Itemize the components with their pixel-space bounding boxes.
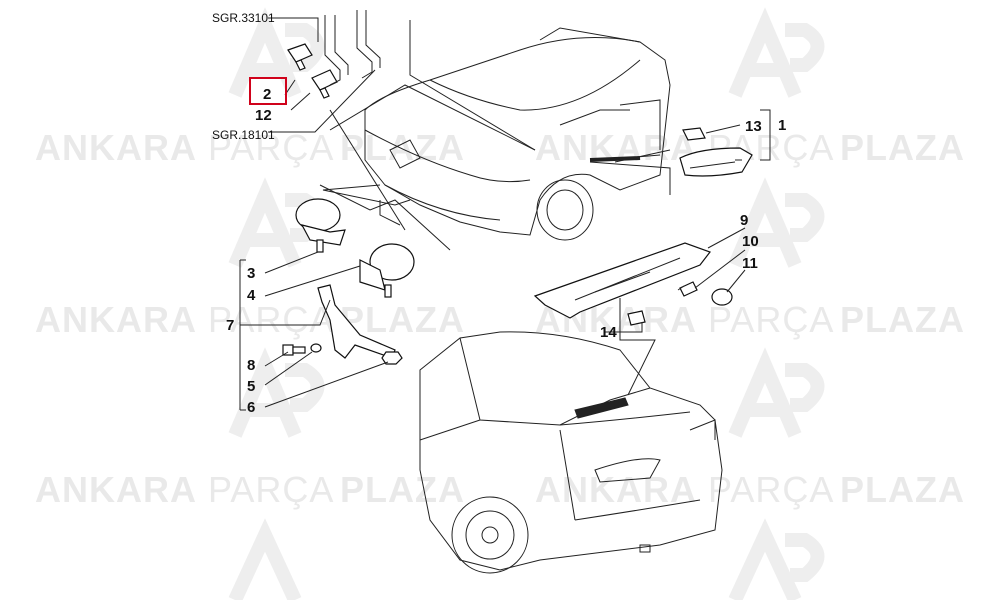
watermark-word-3: PLAZA: [340, 299, 465, 340]
ref-8: 8: [247, 357, 255, 374]
watermark-word-2: PARÇA: [208, 469, 334, 510]
ref-1: 1: [778, 117, 786, 134]
watermark-word-2: PARÇA: [708, 299, 834, 340]
car-front-illustration: [364, 27, 671, 241]
ref-13: 13: [745, 118, 762, 135]
horn-high-part: [295, 198, 346, 253]
ref-6: 6: [247, 399, 255, 416]
ref-7: 7: [226, 317, 234, 334]
watermark-word-1: ANKARA: [535, 127, 697, 168]
horn-fasteners-part: [282, 343, 403, 365]
ref-10: 10: [742, 233, 759, 250]
horn-bracket-part: [317, 284, 396, 359]
lamp-cap-part: [711, 288, 733, 306]
leader-lines: [239, 17, 771, 411]
watermark-word-3: PLAZA: [340, 127, 465, 168]
side-repeater-lamp-part: [679, 127, 753, 177]
watermark-word-3: PLAZA: [840, 299, 965, 340]
ref-5: 5: [247, 378, 255, 395]
code-sgr-33101: SGR.33101: [212, 11, 275, 25]
watermark-word-3: PLAZA: [840, 469, 965, 510]
car-rear-illustration: [419, 331, 723, 574]
watermark-word-2: PARÇA: [208, 127, 334, 168]
ref-4: 4: [247, 287, 256, 304]
ref-12: 12: [255, 107, 272, 124]
watermark-word-1: ANKARA: [35, 299, 197, 340]
watermark-word-2: PARÇA: [208, 299, 334, 340]
watermark-word-2: PARÇA: [708, 469, 834, 510]
repeater-lamp-bulbholder-part: [287, 43, 338, 99]
watermark-text: ANKARA PARÇA PLAZA ANKARA PARÇA PLAZA AN…: [35, 127, 965, 510]
watermark-logos: [228, 7, 825, 600]
lamp-bulb-part: [627, 310, 646, 326]
horn-low-part: [359, 243, 415, 298]
watermark-word-1: ANKARA: [35, 127, 197, 168]
highlight-box: [249, 77, 287, 105]
ref-9: 9: [740, 212, 748, 229]
watermark-word-3: PLAZA: [340, 469, 465, 510]
watermark-word-1: ANKARA: [35, 469, 197, 510]
ref-2: 2: [263, 86, 271, 103]
lamp-screw-part: [677, 281, 698, 297]
bracket-part: [324, 10, 381, 86]
watermark-word-3: PLAZA: [840, 127, 965, 168]
ref-3: 3: [247, 265, 255, 282]
code-sgr-18101: SGR.18101: [212, 128, 275, 142]
ref-14: 14: [600, 324, 617, 341]
ref-11: 11: [742, 255, 758, 272]
watermark-word-1: ANKARA: [535, 469, 697, 510]
third-brake-lamp-part: [533, 242, 711, 319]
